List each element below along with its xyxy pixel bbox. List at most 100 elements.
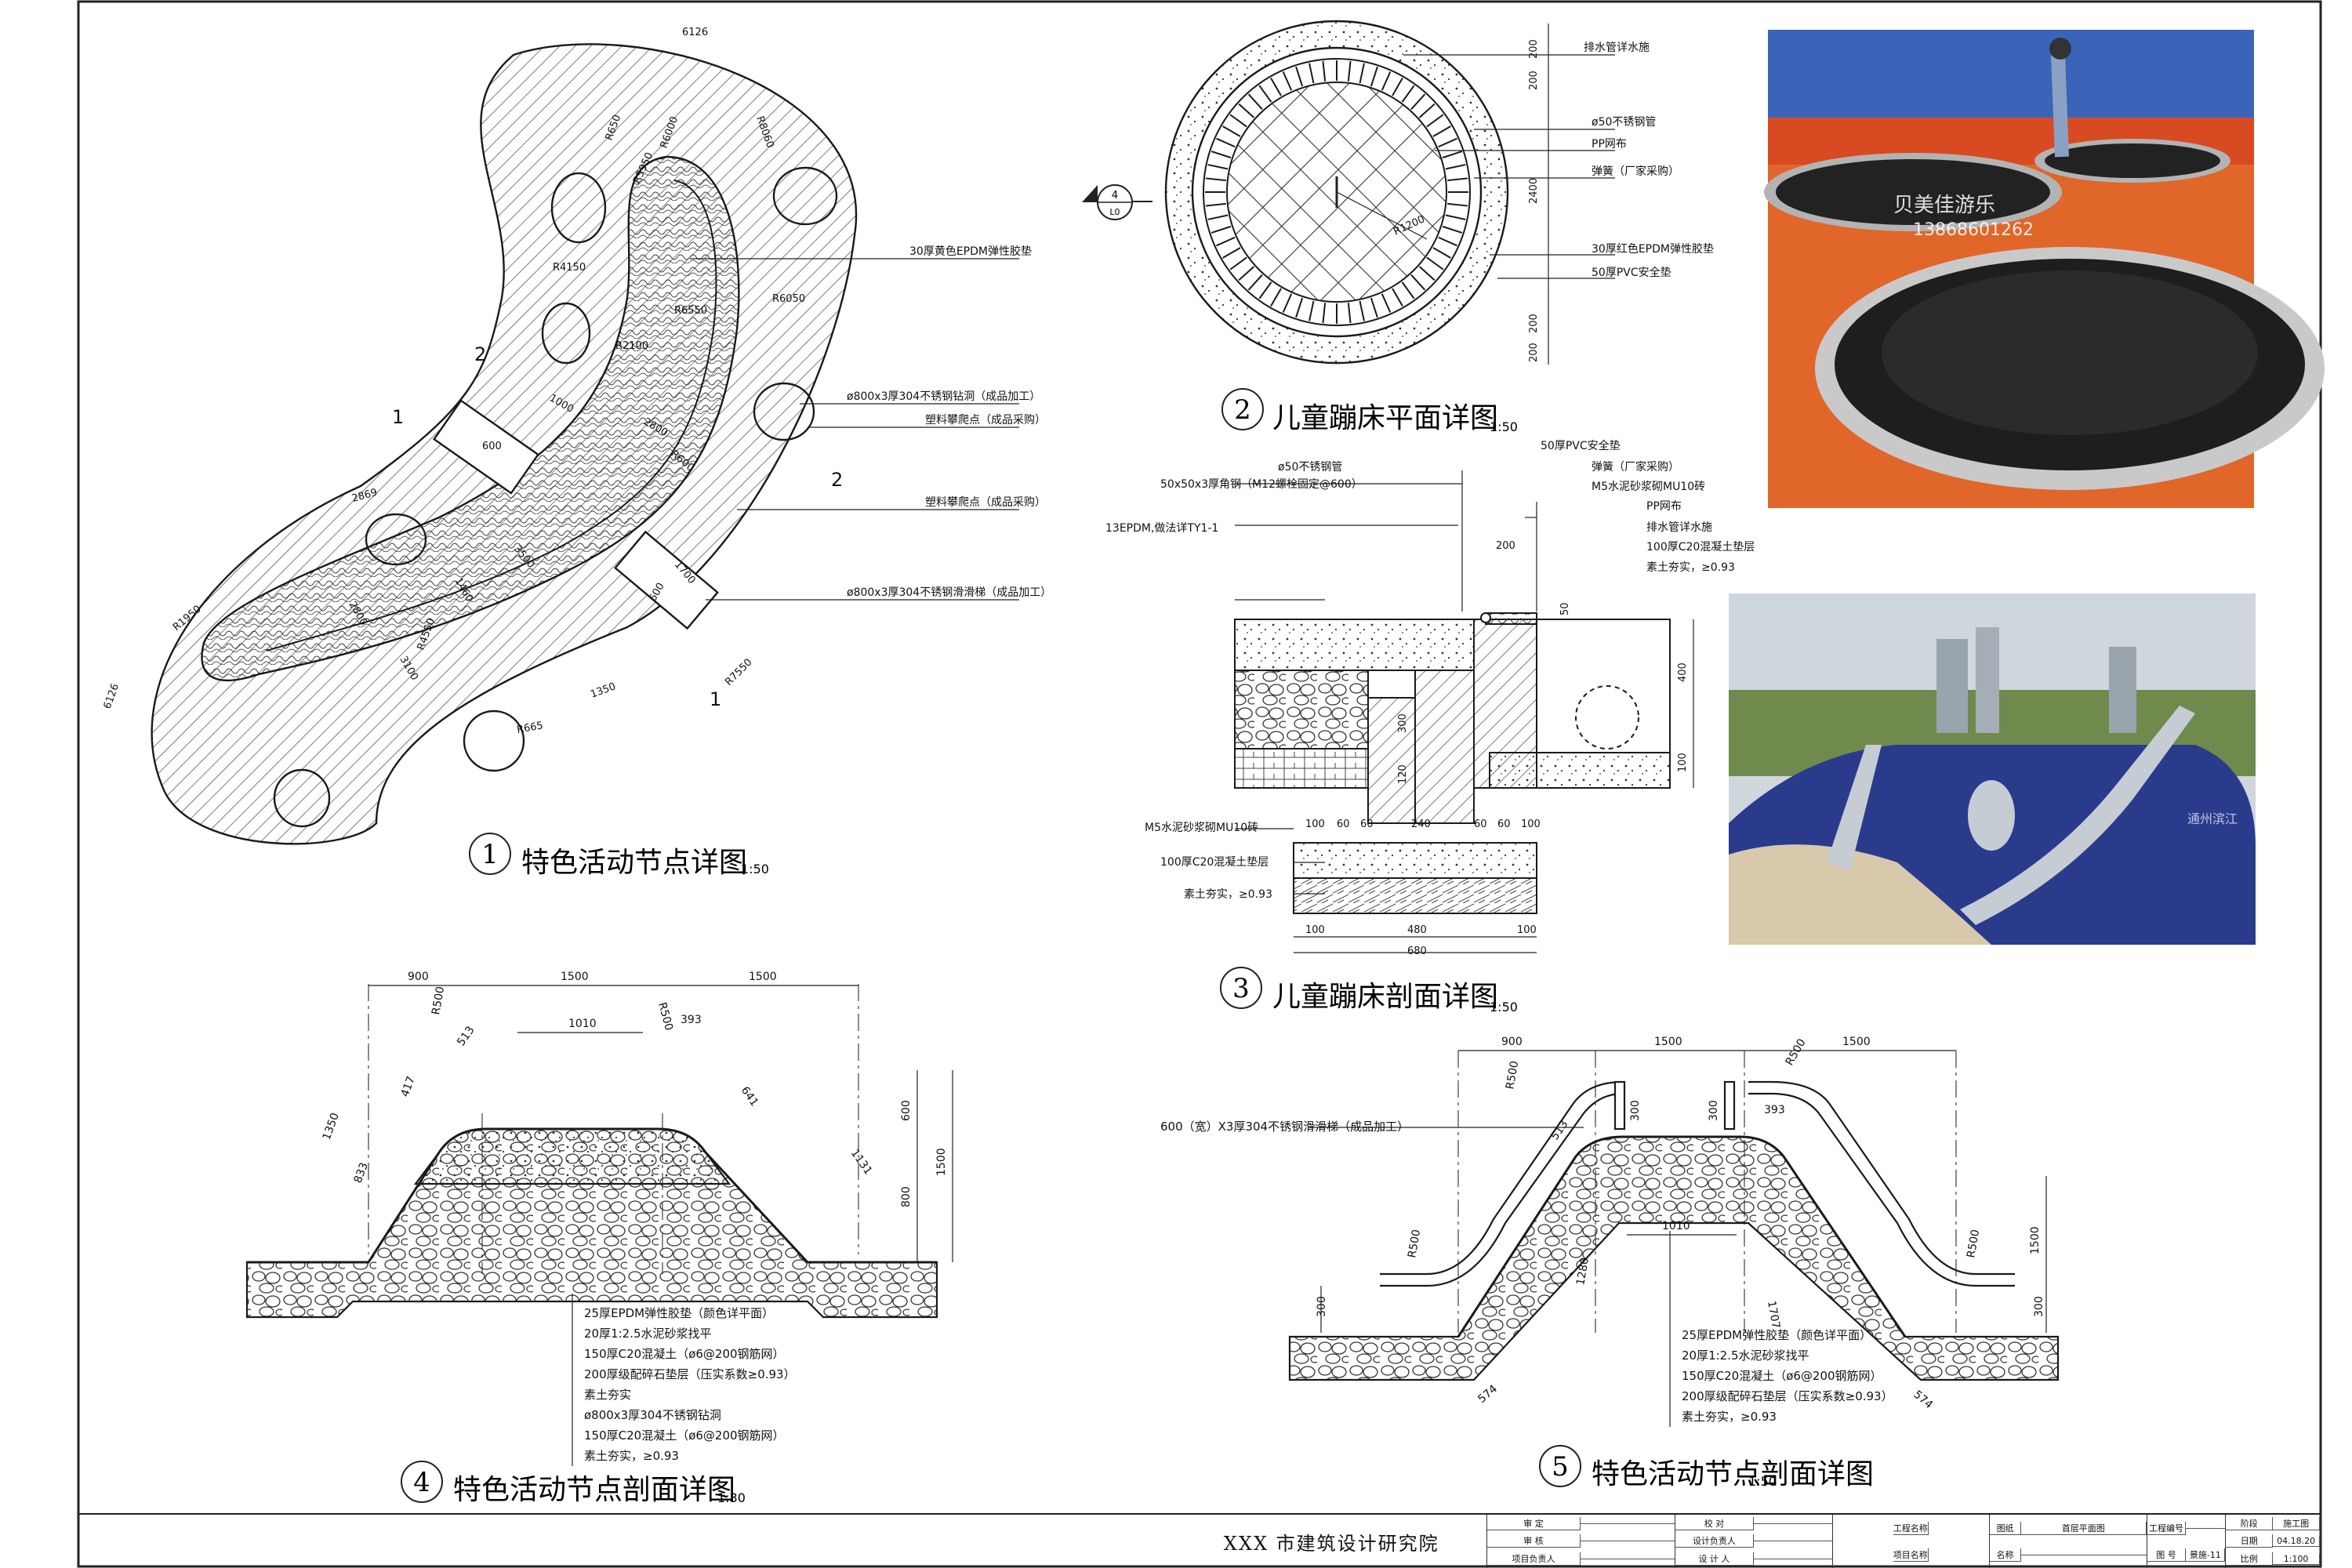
approval-grid-left: 审 定 审 核 项目负责人	[1486, 1515, 1676, 1568]
panel4-dim-lines	[368, 985, 953, 1466]
spring	[1308, 300, 1315, 321]
spring	[1410, 274, 1426, 291]
svg-text:574: 574	[1475, 1383, 1500, 1406]
svg-text:素土夯实，≥0.93: 素土夯实，≥0.93	[584, 1449, 679, 1463]
spring	[1370, 297, 1378, 318]
spring	[1216, 137, 1236, 148]
svg-text:1350: 1350	[589, 681, 617, 700]
section-mark-1b: 1	[710, 688, 721, 710]
panel3-title: 3 儿童蹦床剖面详图 1:50	[1220, 967, 1518, 1014]
svg-text:300: 300	[2033, 1296, 2045, 1317]
svg-text:300: 300	[1629, 1100, 1642, 1121]
svg-text:400: 400	[1677, 662, 1689, 682]
section-mark-2a: 2	[474, 343, 486, 365]
p1-callout-2: 塑料攀爬点（成品采购）	[925, 414, 1046, 426]
spring	[1295, 66, 1304, 87]
svg-text:480: 480	[1407, 924, 1427, 936]
spring	[1210, 225, 1232, 234]
svg-text:3: 3	[1232, 973, 1250, 1004]
svg-text:1500: 1500	[1842, 1036, 1871, 1048]
svg-text:25厚EPDM弹性胶垫（颜色详平面）: 25厚EPDM弹性胶垫（颜色详平面）	[1682, 1328, 1871, 1342]
panel5-callout: 600（宽）X3厚304不锈钢滑滑梯（成品加工）	[1160, 1120, 1409, 1134]
photo-phone: 13868601262	[1913, 220, 2034, 240]
svg-text:300: 300	[1316, 1296, 1328, 1317]
sheet-grid: 工程编号 图 号景施-11	[2147, 1515, 2227, 1568]
svg-text:100: 100	[1305, 818, 1325, 830]
svg-text:50x50x3厚角钢（M12螺栓固定@600）: 50x50x3厚角钢（M12螺栓固定@600）	[1160, 478, 1363, 491]
spring	[1205, 177, 1226, 182]
svg-text:1:50: 1:50	[1490, 419, 1518, 434]
svg-text:200: 200	[1528, 39, 1540, 59]
svg-text:900: 900	[408, 971, 429, 983]
svg-text:1500: 1500	[935, 1148, 948, 1176]
svg-text:R7550: R7550	[723, 656, 754, 688]
svg-text:240: 240	[1411, 818, 1431, 830]
svg-text:200: 200	[1528, 71, 1540, 90]
svg-text:1:50: 1:50	[1748, 1474, 1777, 1489]
svg-text:800: 800	[900, 1186, 913, 1207]
spring	[1295, 297, 1304, 318]
spring	[1229, 256, 1247, 270]
spring	[1418, 103, 1436, 118]
svg-text:120: 120	[1397, 764, 1409, 784]
svg-text:417: 417	[399, 1075, 418, 1099]
svg-text:574: 574	[1911, 1388, 1935, 1411]
panel4-title: 4 特色活动节点剖面详图 1:30	[401, 1461, 746, 1506]
spring	[1432, 125, 1451, 137]
svg-text:2: 2	[1234, 394, 1251, 426]
drawing-name-grid: 图纸首层平面图 名称	[1990, 1515, 2147, 1568]
svg-text:素土夯实: 素土夯实	[584, 1388, 631, 1402]
spring	[1322, 303, 1327, 324]
svg-text:R500: R500	[655, 1001, 675, 1032]
spring	[1370, 66, 1378, 87]
spring	[1359, 63, 1365, 84]
panel1-callouts: 30厚黄色EPDM弹性胶垫 ø800x3厚304不锈钢钻洞（成品加工） 塑料攀爬…	[847, 245, 1051, 599]
spring	[1347, 60, 1352, 82]
svg-text:600: 600	[900, 1100, 913, 1121]
svg-text:1280: 1280	[1574, 1257, 1592, 1287]
spring	[1222, 125, 1241, 137]
svg-text:13EPDM,做法详TY1-1: 13EPDM,做法详TY1-1	[1105, 522, 1218, 535]
svg-text:4: 4	[1112, 190, 1118, 201]
svg-text:1:50: 1:50	[741, 862, 769, 877]
svg-text:PP网布: PP网布	[1592, 138, 1627, 151]
svg-text:200厚级配碎石垫层（压实系数≥0.93）: 200厚级配碎石垫层（压实系数≥0.93）	[1682, 1389, 1893, 1403]
spring	[1270, 78, 1282, 96]
spring	[1270, 288, 1282, 307]
svg-text:素土夯实，≥0.93: 素土夯实，≥0.93	[1682, 1410, 1777, 1424]
svg-text:L0: L0	[1109, 207, 1120, 217]
svg-text:儿童蹦床平面详图: 儿童蹦床平面详图	[1272, 402, 1498, 434]
svg-text:ø50不锈钢管: ø50不锈钢管	[1278, 461, 1342, 474]
svg-text:20厚1:2.5水泥砂浆找平: 20厚1:2.5水泥砂浆找平	[584, 1327, 712, 1341]
panel5-section	[1288, 1051, 2060, 1381]
svg-text:R500: R500	[1784, 1036, 1809, 1068]
svg-text:1131: 1131	[848, 1147, 875, 1177]
svg-text:R500: R500	[1965, 1229, 1982, 1259]
approval-grid-mid: 校 对 设计负责人 设 计 人	[1675, 1515, 1833, 1568]
spring	[1426, 256, 1444, 270]
p1-callout-1: ø800x3厚304不锈钢钻洞（成品加工）	[847, 390, 1040, 403]
photo2-watermark: 通州滨江	[2187, 811, 2238, 826]
svg-text:393: 393	[1764, 1104, 1785, 1116]
svg-text:1500: 1500	[1654, 1036, 1682, 1048]
spring	[1438, 236, 1457, 247]
spring	[1247, 93, 1263, 111]
spring	[1322, 60, 1327, 82]
spring	[1442, 151, 1463, 159]
panel2-title: 2 儿童蹦床平面详图 1:50	[1221, 388, 1518, 434]
svg-text:393: 393	[681, 1014, 702, 1026]
spring	[1426, 114, 1444, 128]
svg-text:200厚级配碎石垫层（压实系数≥0.93）: 200厚级配碎石垫层（压实系数≥0.93）	[584, 1367, 796, 1381]
spring	[1207, 214, 1229, 220]
svg-text:R6550: R6550	[674, 305, 707, 317]
svg-text:1:50: 1:50	[1490, 1000, 1518, 1014]
spring	[1205, 202, 1226, 207]
spring	[1381, 71, 1392, 91]
svg-text:弹簧（厂家采购）: 弹簧（厂家采购）	[1592, 460, 1679, 474]
slide-photo: 通州滨江	[1729, 593, 2256, 945]
svg-text:1707: 1707	[1765, 1300, 1782, 1330]
panel5-title: 5 特色活动节点剖面详图 1:50	[1539, 1445, 1874, 1490]
svg-text:100: 100	[1677, 753, 1689, 772]
panel1-plan	[151, 43, 858, 845]
panel1-section-marks: 1 1 2 2	[392, 343, 843, 710]
